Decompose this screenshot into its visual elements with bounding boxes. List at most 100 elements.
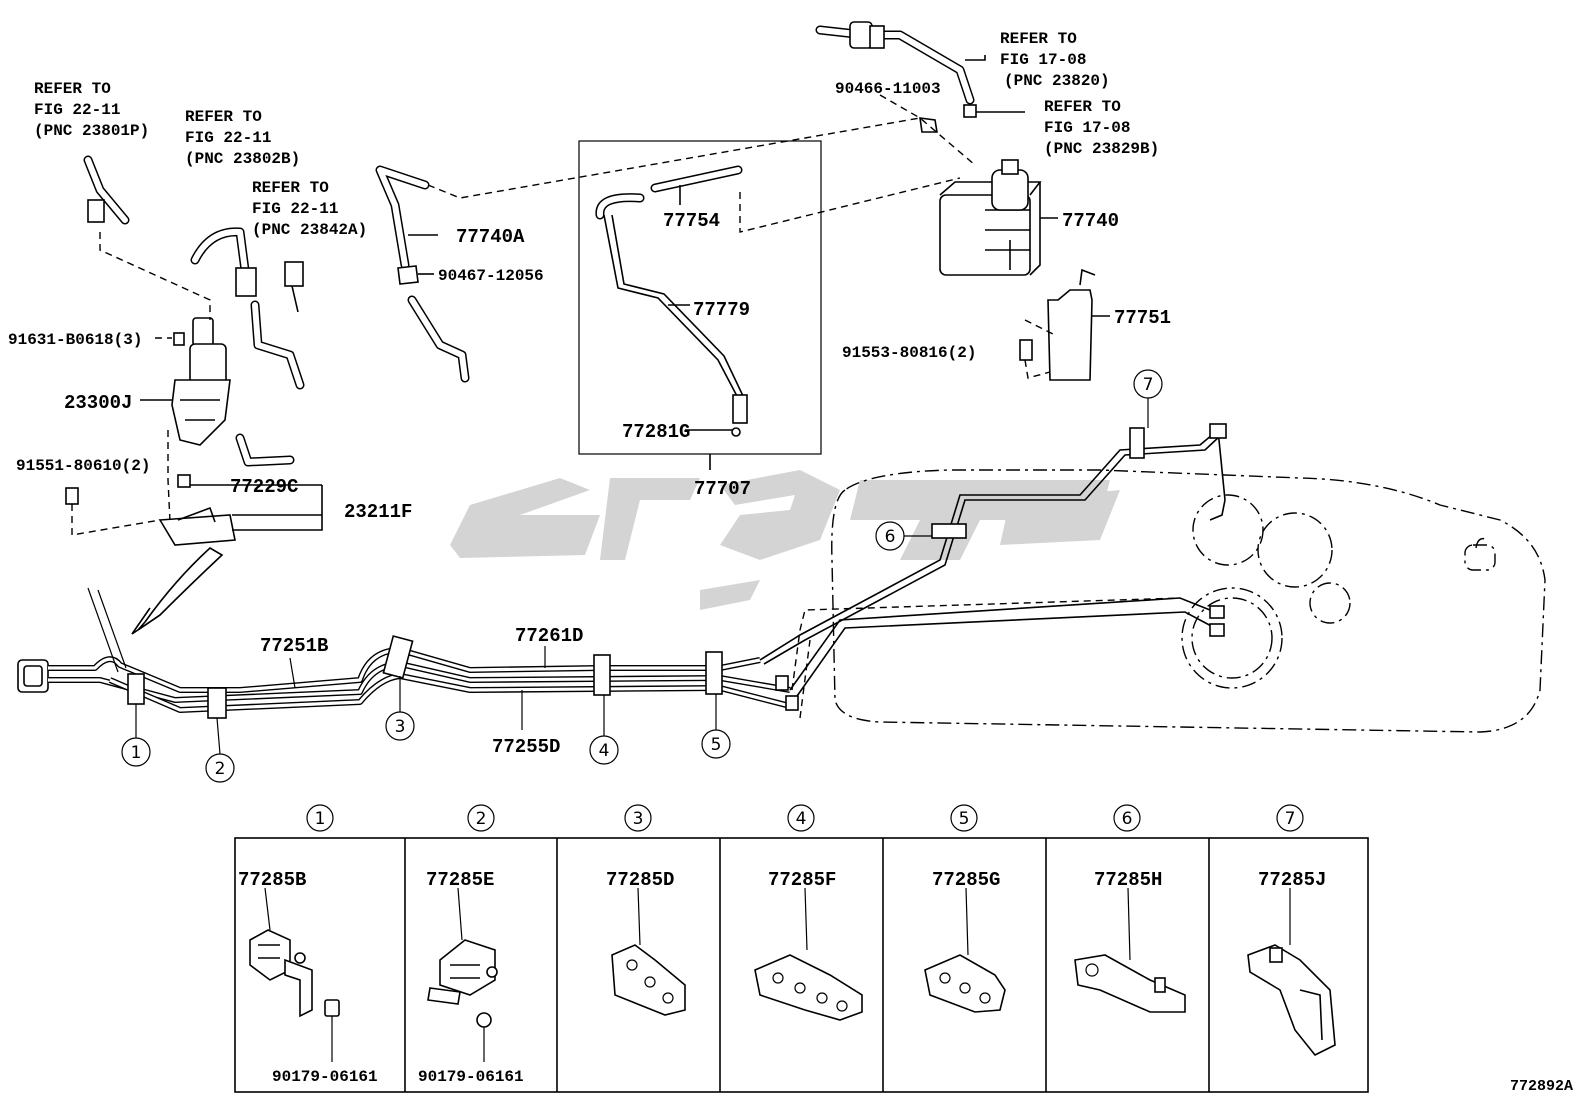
- label-91553-80816: 91553-80816(2): [842, 344, 976, 362]
- label-77754: 77754: [663, 210, 720, 232]
- label-77740a: 77740A: [456, 226, 525, 248]
- callout-5-label: 5: [711, 735, 722, 755]
- sender-gauge-ring: [1181, 587, 1283, 689]
- refer-23820-line2: FIG 17-08: [1000, 51, 1086, 69]
- clip-77281G: [731, 427, 741, 437]
- table-col-7-num: 7: [1285, 809, 1296, 829]
- callout-6: [875, 521, 905, 551]
- label-77740: 77740: [1062, 210, 1119, 232]
- label-23211f: 23211F: [344, 501, 412, 523]
- callout-2-label: 2: [215, 759, 226, 779]
- callout-1: [121, 737, 151, 767]
- label-77251b: 77251B: [260, 635, 328, 657]
- label-77229c: 77229C: [230, 476, 298, 498]
- table-col-3-num: 3: [633, 809, 644, 829]
- hose-box-77707: [578, 140, 961, 470]
- callout-7: [1133, 369, 1163, 399]
- label-77281g: 77281G: [622, 421, 690, 443]
- vsv-bracket: [171, 379, 231, 446]
- refer-23829b-line3: (PNC 23829B): [1044, 140, 1159, 158]
- label-77707: 77707: [694, 478, 751, 500]
- refer-23820-line1: REFER TO: [1000, 30, 1077, 48]
- callouts-main: 1 2 3 4 5 6 7: [121, 369, 1163, 783]
- hose-end-77779: [732, 394, 748, 424]
- vsv-valve: [192, 317, 214, 347]
- table-part-77285j: 77285J: [1258, 869, 1326, 891]
- table-part-77285e: 77285E: [426, 869, 494, 891]
- part-labels: 90466-11003 77740A 90467-12056 77754 777…: [8, 80, 1171, 758]
- clip-90467: [397, 265, 419, 285]
- clamp-1: [127, 673, 145, 705]
- bracket-23211F: [158, 514, 236, 546]
- table-col-5-num: 5: [959, 809, 970, 829]
- clamp-77285f-drawing: [754, 887, 863, 1021]
- label-77261d: 77261D: [515, 625, 583, 647]
- label-91631-b0618: 91631-B0618(3): [8, 331, 142, 349]
- table-col-1-num: 1: [315, 809, 326, 829]
- clamp-table: 1 2 3 4 5 6 7 77285B 77285E 77285D 77285…: [234, 804, 1369, 1093]
- clamp-6: [931, 523, 967, 539]
- callout-4: [589, 735, 619, 765]
- clamp-5: [705, 651, 723, 695]
- clamp-77285j-drawing: [1247, 888, 1336, 1057]
- refer-23842a-line1: REFER TO: [252, 179, 329, 197]
- vsv-assembly: [65, 155, 323, 546]
- table-bolt-col-1: 90179-06161: [272, 1068, 378, 1086]
- refer-23802b-line1: REFER TO: [185, 108, 262, 126]
- clamp-3: [382, 635, 414, 679]
- clamp-7: [1129, 427, 1145, 459]
- clamp-77285b-drawing: [249, 887, 340, 1062]
- bolt-91631: [173, 332, 185, 346]
- callout-7-label: 7: [1143, 375, 1154, 395]
- refer-23820-line3: (PNC 23820): [1004, 72, 1110, 90]
- clamp-77285d-drawing: [611, 887, 686, 1016]
- label-90467-12056: 90467-12056: [438, 267, 544, 285]
- bolt-91553: [1019, 339, 1033, 361]
- callout-1-label: 1: [131, 743, 142, 763]
- direction-arrow: [137, 547, 224, 631]
- refer-23801p-line1: REFER TO: [34, 80, 111, 98]
- clamp-4: [593, 654, 611, 696]
- hose-connector: [87, 199, 105, 223]
- figure-id: 772892A: [1510, 1078, 1573, 1095]
- label-23300j: 23300J: [64, 392, 132, 414]
- bracket-77751: [1047, 289, 1093, 381]
- table-col-6-num: 6: [1122, 809, 1133, 829]
- refer-23842a-line2: FIG 22-11: [252, 200, 338, 218]
- fuel-tank-outline: [831, 469, 1546, 733]
- label-77255d: 77255D: [492, 736, 560, 758]
- clamp-77285h-drawing: [1074, 887, 1186, 1013]
- callout-3-label: 3: [395, 717, 406, 737]
- label-77779: 77779: [693, 299, 750, 321]
- callout-6-label: 6: [885, 527, 896, 547]
- table-part-77285d: 77285D: [606, 869, 674, 891]
- canister-body: [939, 194, 1031, 276]
- table-part-77285f: 77285F: [768, 869, 836, 891]
- refer-23801p-line2: FIG 22-11: [34, 101, 120, 119]
- clamp-77285g-drawing: [924, 887, 1006, 1013]
- label-90466-11003: 90466-11003: [835, 80, 941, 98]
- refer-23829b-line1: REFER TO: [1044, 98, 1121, 116]
- hose-77740a: [375, 117, 921, 383]
- refer-23802b-line2: FIG 22-11: [185, 129, 271, 147]
- clip-77229C: [177, 474, 191, 488]
- watermark-logo: [450, 470, 1120, 610]
- canister-77740: [815, 21, 1110, 381]
- callout-2: [205, 753, 235, 783]
- clamp-77285e-drawing: [427, 887, 498, 1062]
- table-part-77285g: 77285G: [932, 869, 1000, 891]
- table-bolt-col-2: 90179-06161: [418, 1068, 524, 1086]
- bolt-91551: [65, 487, 79, 505]
- table-col-4-num: 4: [796, 809, 807, 829]
- clamp-2: [207, 687, 227, 719]
- callout-5: [701, 729, 731, 759]
- table-part-77285h: 77285H: [1094, 869, 1162, 891]
- callout-3: [385, 711, 415, 741]
- callout-4-label: 4: [599, 741, 610, 761]
- refer-23801p-line3: (PNC 23801P): [34, 122, 149, 140]
- fuel-pipe-assembly: [17, 423, 1227, 719]
- label-91551-80610: 91551-80610(2): [16, 457, 150, 475]
- refer-23842a-line3: (PNC 23842A): [252, 221, 367, 239]
- table-col-2-num: 2: [476, 809, 487, 829]
